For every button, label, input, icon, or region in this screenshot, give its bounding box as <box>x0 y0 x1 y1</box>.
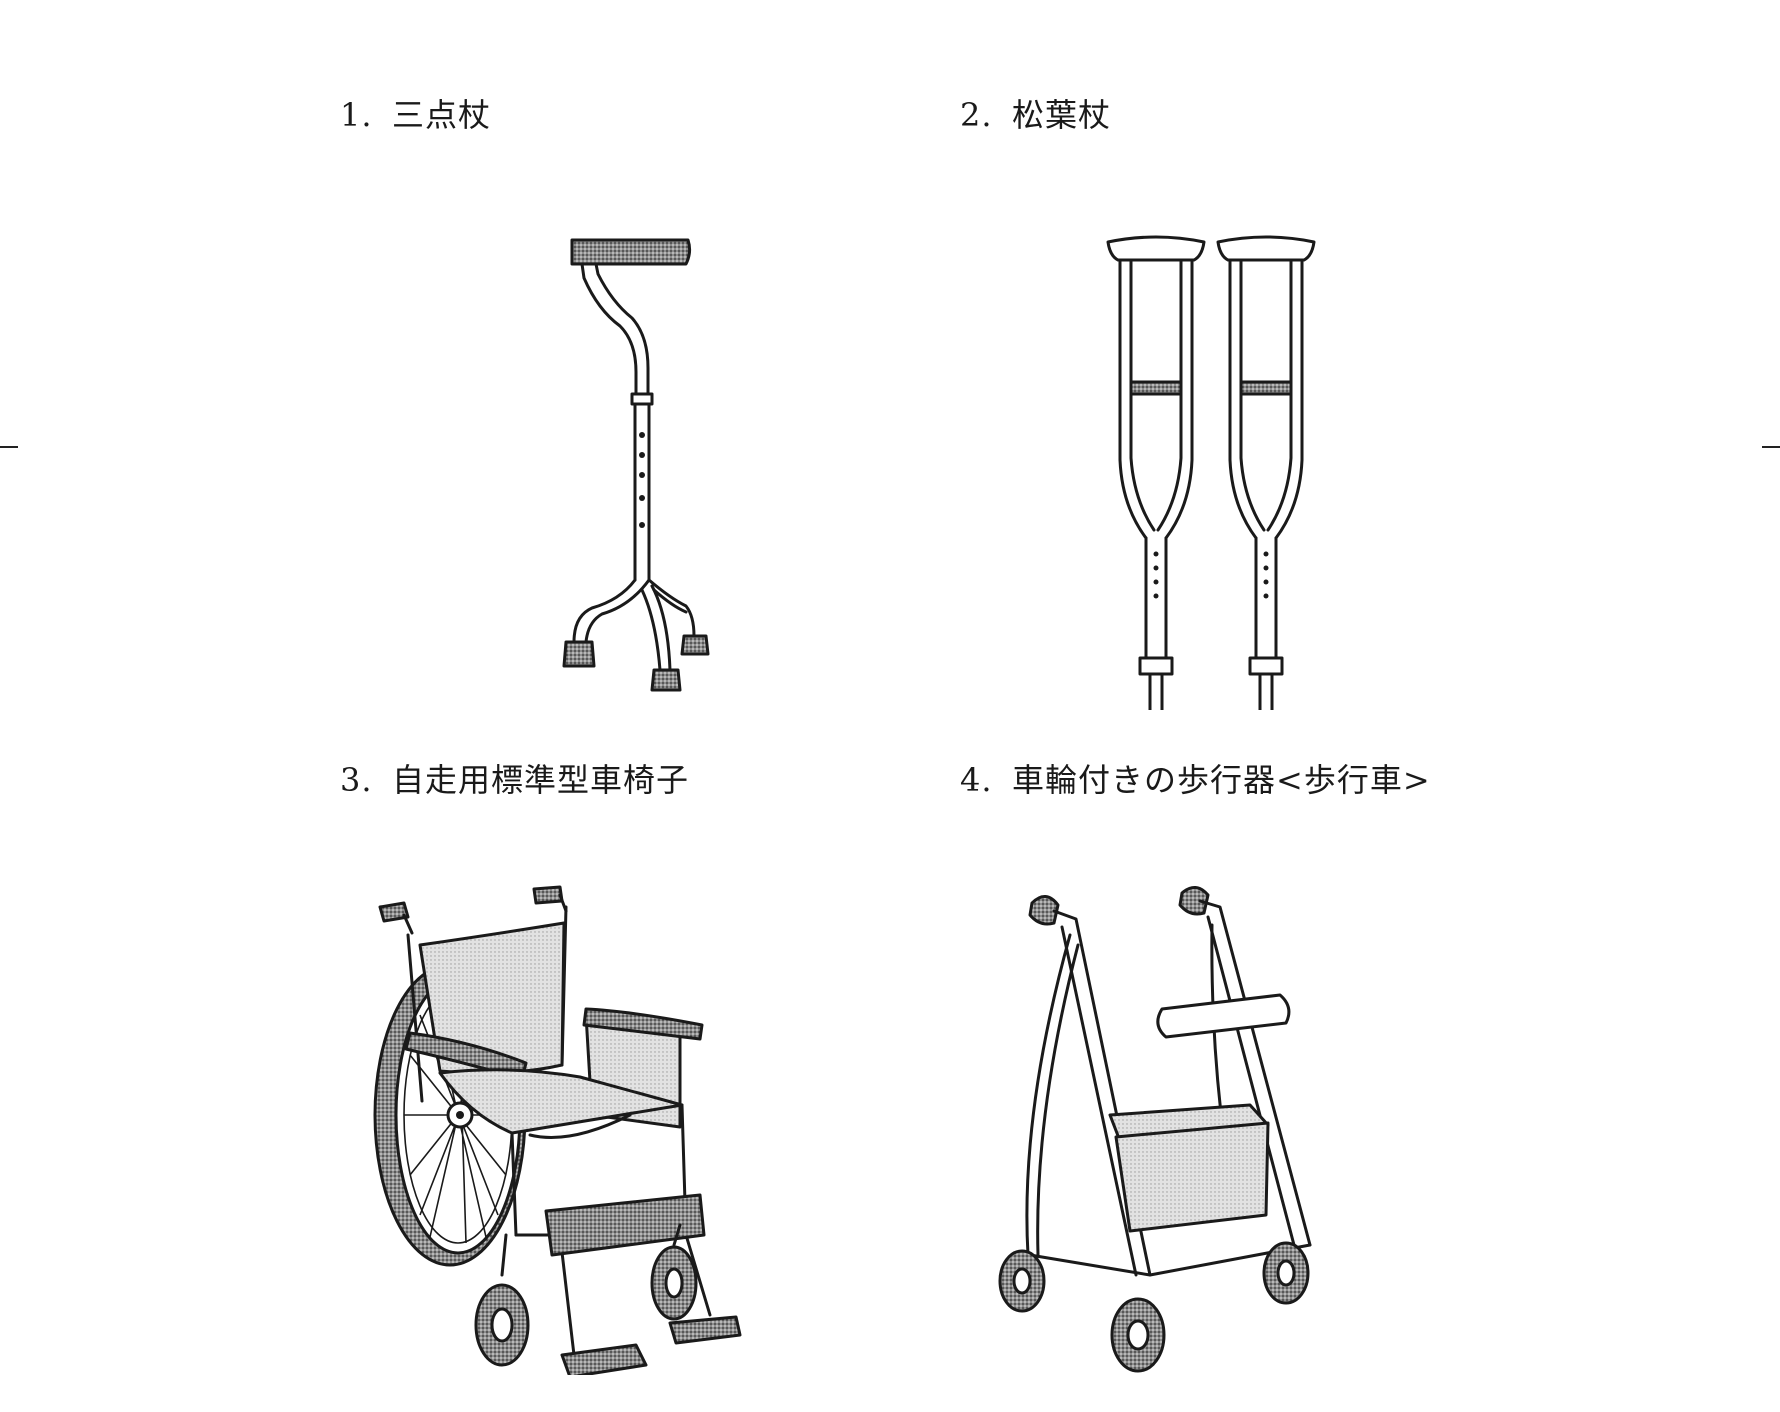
wheelchair-footrest-right <box>668 1315 742 1345</box>
item-2-number: 2. <box>960 96 993 134</box>
item-2: 2. 松葉杖 <box>950 80 1550 720</box>
item-1-caption: 1. 三点杖 <box>340 90 491 136</box>
cane-grip <box>570 238 692 266</box>
tripod-cane-illustration <box>562 238 710 692</box>
item-4-label: 車輪付きの歩行器<歩行車> <box>1012 761 1431 799</box>
item-4: 4. 車輪付きの歩行器<歩行車> <box>950 745 1550 1385</box>
item-3-caption: 3. 自走用標準型車椅子 <box>340 755 689 801</box>
crutch-right <box>1216 235 1316 710</box>
rollator-basket <box>1114 1121 1270 1233</box>
cane-foot-right <box>680 634 710 656</box>
rollator-handle-right <box>1178 886 1210 916</box>
wheelchair-leg-strap <box>544 1193 706 1257</box>
wheelchair-footrest-left <box>560 1343 648 1375</box>
cane-foot-front <box>650 668 682 692</box>
item-4-caption: 4. 車輪付きの歩行器<歩行車> <box>960 755 1431 801</box>
crop-mark-left <box>0 446 18 448</box>
crutches-illustration <box>1106 235 1316 710</box>
wheelchair-illustration <box>373 885 742 1375</box>
item-3-label: 自走用標準型車椅子 <box>392 761 690 799</box>
item-4-number: 4. <box>960 761 993 799</box>
item-1-number: 1. <box>340 96 373 134</box>
item-2-label: 松葉杖 <box>1012 96 1112 134</box>
item-2-caption: 2. 松葉杖 <box>960 90 1111 136</box>
rollator-handle-left <box>1028 895 1060 926</box>
item-3-number: 3. <box>340 761 373 799</box>
wheelchair-seat <box>438 1068 684 1135</box>
item-1: 1. 三点杖 <box>330 80 930 720</box>
rollator-seat-cushion <box>1156 993 1291 1039</box>
item-3: 3. 自走用標準型車椅子 <box>330 745 930 1385</box>
rollator-illustration <box>998 886 1312 1373</box>
crutch-left <box>1106 235 1206 710</box>
cane-foot-left <box>562 640 596 668</box>
item-1-label: 三点杖 <box>392 96 492 134</box>
crop-mark-right <box>1762 446 1780 448</box>
